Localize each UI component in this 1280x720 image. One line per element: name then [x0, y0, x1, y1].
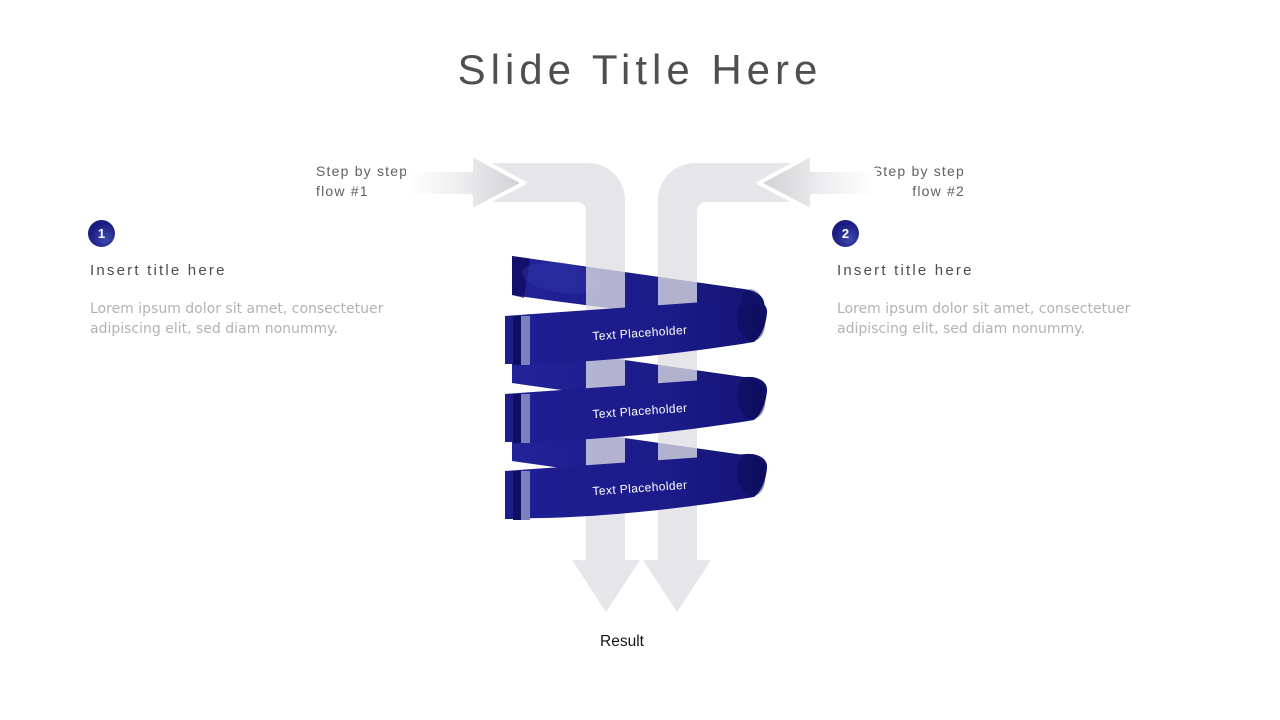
flow1-label: Step by step flow #1 — [316, 161, 436, 201]
ribbon-band-2-label: Text Placeholder — [592, 401, 688, 422]
ribbon-front-band-2: Text Placeholder — [505, 376, 768, 443]
ribbon-front-band-3: Text Placeholder — [505, 453, 768, 520]
ribbon-front-band-2-cap — [736, 377, 766, 419]
flow2-arrow-icon — [757, 152, 877, 213]
step-2-title: Insert title here — [837, 262, 974, 279]
flow1-line1: Step by step — [316, 163, 409, 179]
slide-title: Slide Title Here — [457, 46, 823, 93]
flow1-arrow-icon — [406, 152, 526, 213]
ribbon-front-band-2-fold-c — [521, 394, 530, 443]
ribbon-band-1-label: Text Placeholder — [592, 323, 688, 344]
flow2-line2: flow #2 — [912, 183, 965, 199]
ribbon-front-band-1-cap — [736, 299, 766, 341]
ribbon-back-wrap-1-highlight — [522, 262, 602, 294]
ribbon-front-band-2-shape — [505, 376, 768, 442]
spiral-flow-diagram: Text Placeholder Text Placeholder Text P… — [406, 152, 877, 612]
ribbon-front-band-3-fold-b — [513, 471, 521, 520]
ribbon-front-band-1: Text Placeholder — [505, 298, 768, 365]
ribbon-front-band-1-fold-b — [513, 316, 521, 365]
ribbon-front-band-1-shape — [505, 298, 768, 364]
ribbon-front-band-1-fold-c — [521, 316, 530, 365]
step-2-body: Lorem ipsum dolor sit amet, consectetuer… — [837, 301, 1131, 337]
step-1-number-badge: 1 — [88, 220, 115, 247]
ribbon-back-wrap-1-fold — [512, 256, 530, 298]
step-1-body: Lorem ipsum dolor sit amet, consectetuer… — [90, 301, 384, 337]
flow2-line1: Step by step — [872, 163, 965, 179]
result-label: Result — [600, 633, 644, 650]
flow2-label: Step by step flow #2 — [845, 161, 965, 201]
ribbon-front-band-2-fold-b — [513, 394, 521, 443]
flow1-line2: flow #1 — [316, 183, 369, 199]
step-2-number-badge: 2 — [832, 220, 859, 247]
ribbon-front-band-3-fold-a — [505, 471, 513, 519]
ribbon-band-3-label: Text Placeholder — [592, 478, 688, 499]
ribbon-front-band-3-fold-c — [521, 471, 530, 520]
ribbon-front-band-3-shape — [505, 453, 768, 519]
ribbon-front-band-1-fold-a — [505, 316, 513, 364]
ribbon-front-band-2-fold-a — [505, 394, 513, 442]
ribbon-front-band-3-cap — [736, 454, 766, 496]
step-1-title: Insert title here — [90, 262, 227, 279]
